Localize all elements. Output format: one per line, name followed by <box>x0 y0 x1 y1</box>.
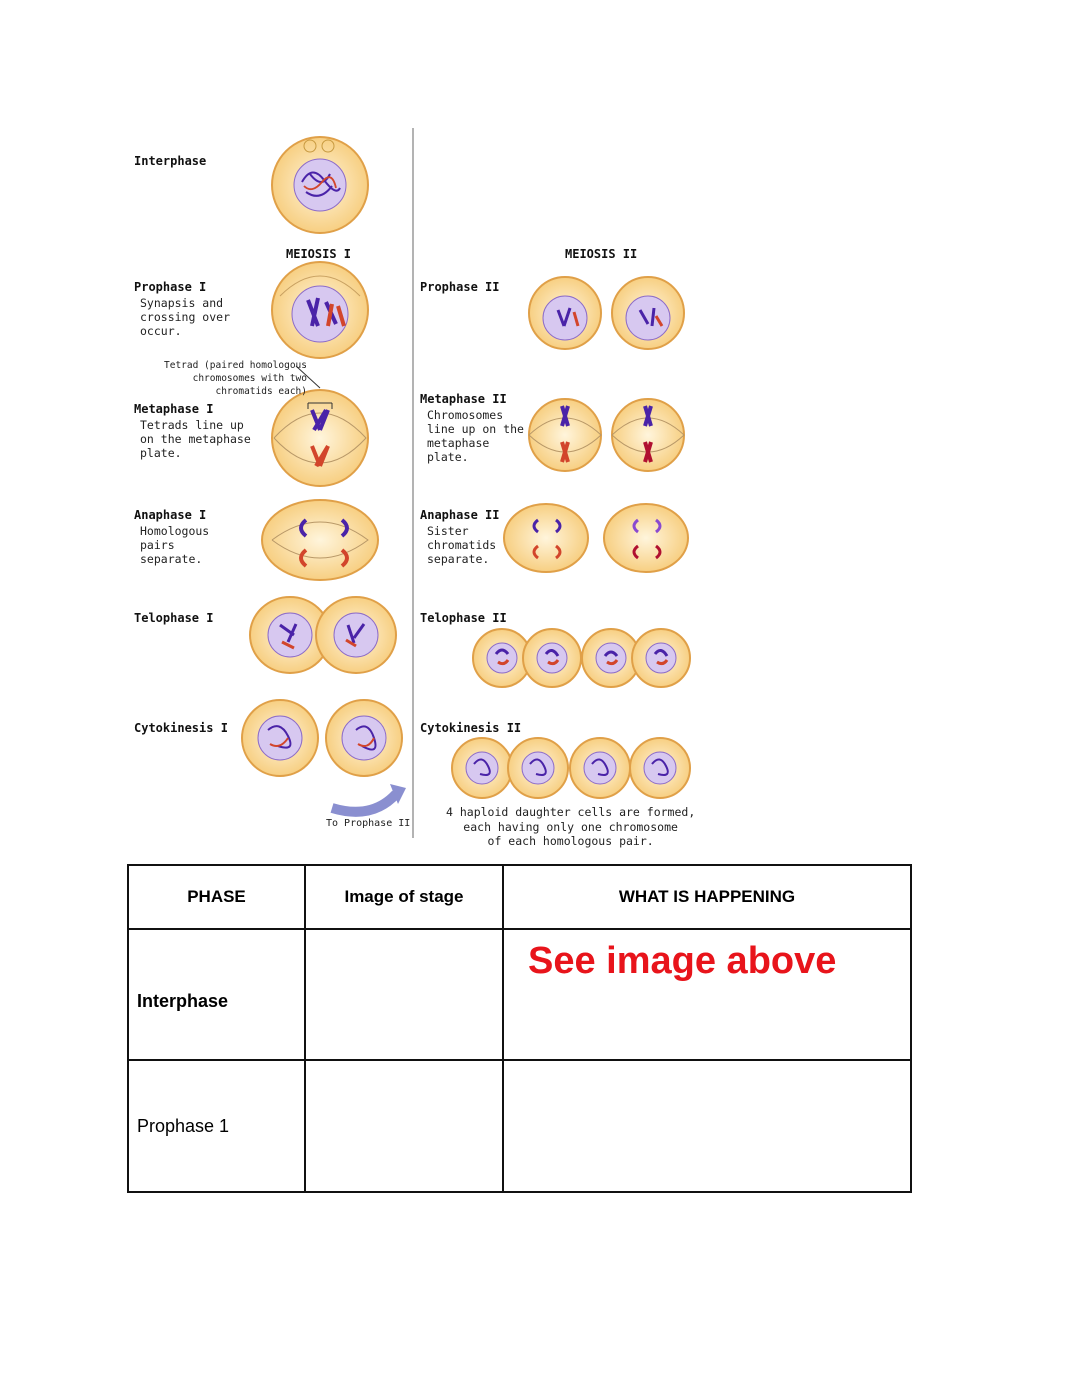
row-prophase-1-phase: Prophase 1 <box>127 1059 306 1193</box>
row-prophase-1-happening[interactable] <box>502 1059 912 1193</box>
phase-table: PHASE Image of stage WHAT IS HAPPENING I… <box>127 864 912 1193</box>
see-image-above-note: See image above <box>528 940 837 982</box>
to-prophase-ii-caption: To Prophase II <box>326 818 411 829</box>
row-interphase-phase: Interphase <box>127 928 306 1061</box>
table-row: Prophase 1 <box>127 1059 912 1193</box>
anaphase-i-desc: Homologous pairs separate. <box>140 524 210 566</box>
prophase-i-desc: Synapsis and crossing over occur. <box>140 296 231 338</box>
table-row: Interphase See image above <box>127 928 912 1061</box>
tetrad-note: Tetrad (paired homologous chromosomes wi… <box>164 360 307 397</box>
interphase-label: Interphase <box>134 154 207 168</box>
row-prophase-1-image[interactable] <box>304 1059 504 1193</box>
prophase-ii-label: Prophase II <box>420 280 500 294</box>
cytokinesis-i-label: Cytokinesis I <box>134 721 228 735</box>
metaphase-ii-label: Metaphase II <box>420 392 507 406</box>
telophase-ii-label: Telophase II <box>420 611 507 625</box>
header-image-of-stage: Image of stage <box>304 864 504 930</box>
row-interphase-image[interactable] <box>304 928 504 1061</box>
metaphase-ii-desc: Chromosomes line up on the metaphase pla… <box>427 408 524 464</box>
metaphase-i-label: Metaphase I <box>134 402 214 416</box>
meiosis-cell-illustrations <box>241 128 691 838</box>
meiosis-ii-heading: MEIOSIS II <box>565 247 638 261</box>
header-phase: PHASE <box>127 864 306 930</box>
haploid-footnote: 4 haploid daughter cells are formed, eac… <box>446 805 696 848</box>
meiosis-diagram: Interphase MEIOSIS I MEIOSIS II Prophase… <box>120 120 720 855</box>
prophase-i-label: Prophase I <box>134 280 207 294</box>
header-what-is-happening: WHAT IS HAPPENING <box>502 864 912 930</box>
meiosis-i-heading: MEIOSIS I <box>286 247 352 261</box>
anaphase-ii-label: Anaphase II <box>420 508 500 522</box>
metaphase-i-desc: Tetrads line up on the metaphase plate. <box>140 418 251 460</box>
table-header-row: PHASE Image of stage WHAT IS HAPPENING <box>127 864 912 930</box>
anaphase-i-label: Anaphase I <box>134 508 207 522</box>
telophase-i-label: Telophase I <box>134 611 214 625</box>
anaphase-ii-desc: Sister chromatids separate. <box>427 524 497 566</box>
row-interphase-happening-cell[interactable]: See image above <box>502 928 912 1061</box>
cytokinesis-ii-label: Cytokinesis II <box>420 721 522 735</box>
